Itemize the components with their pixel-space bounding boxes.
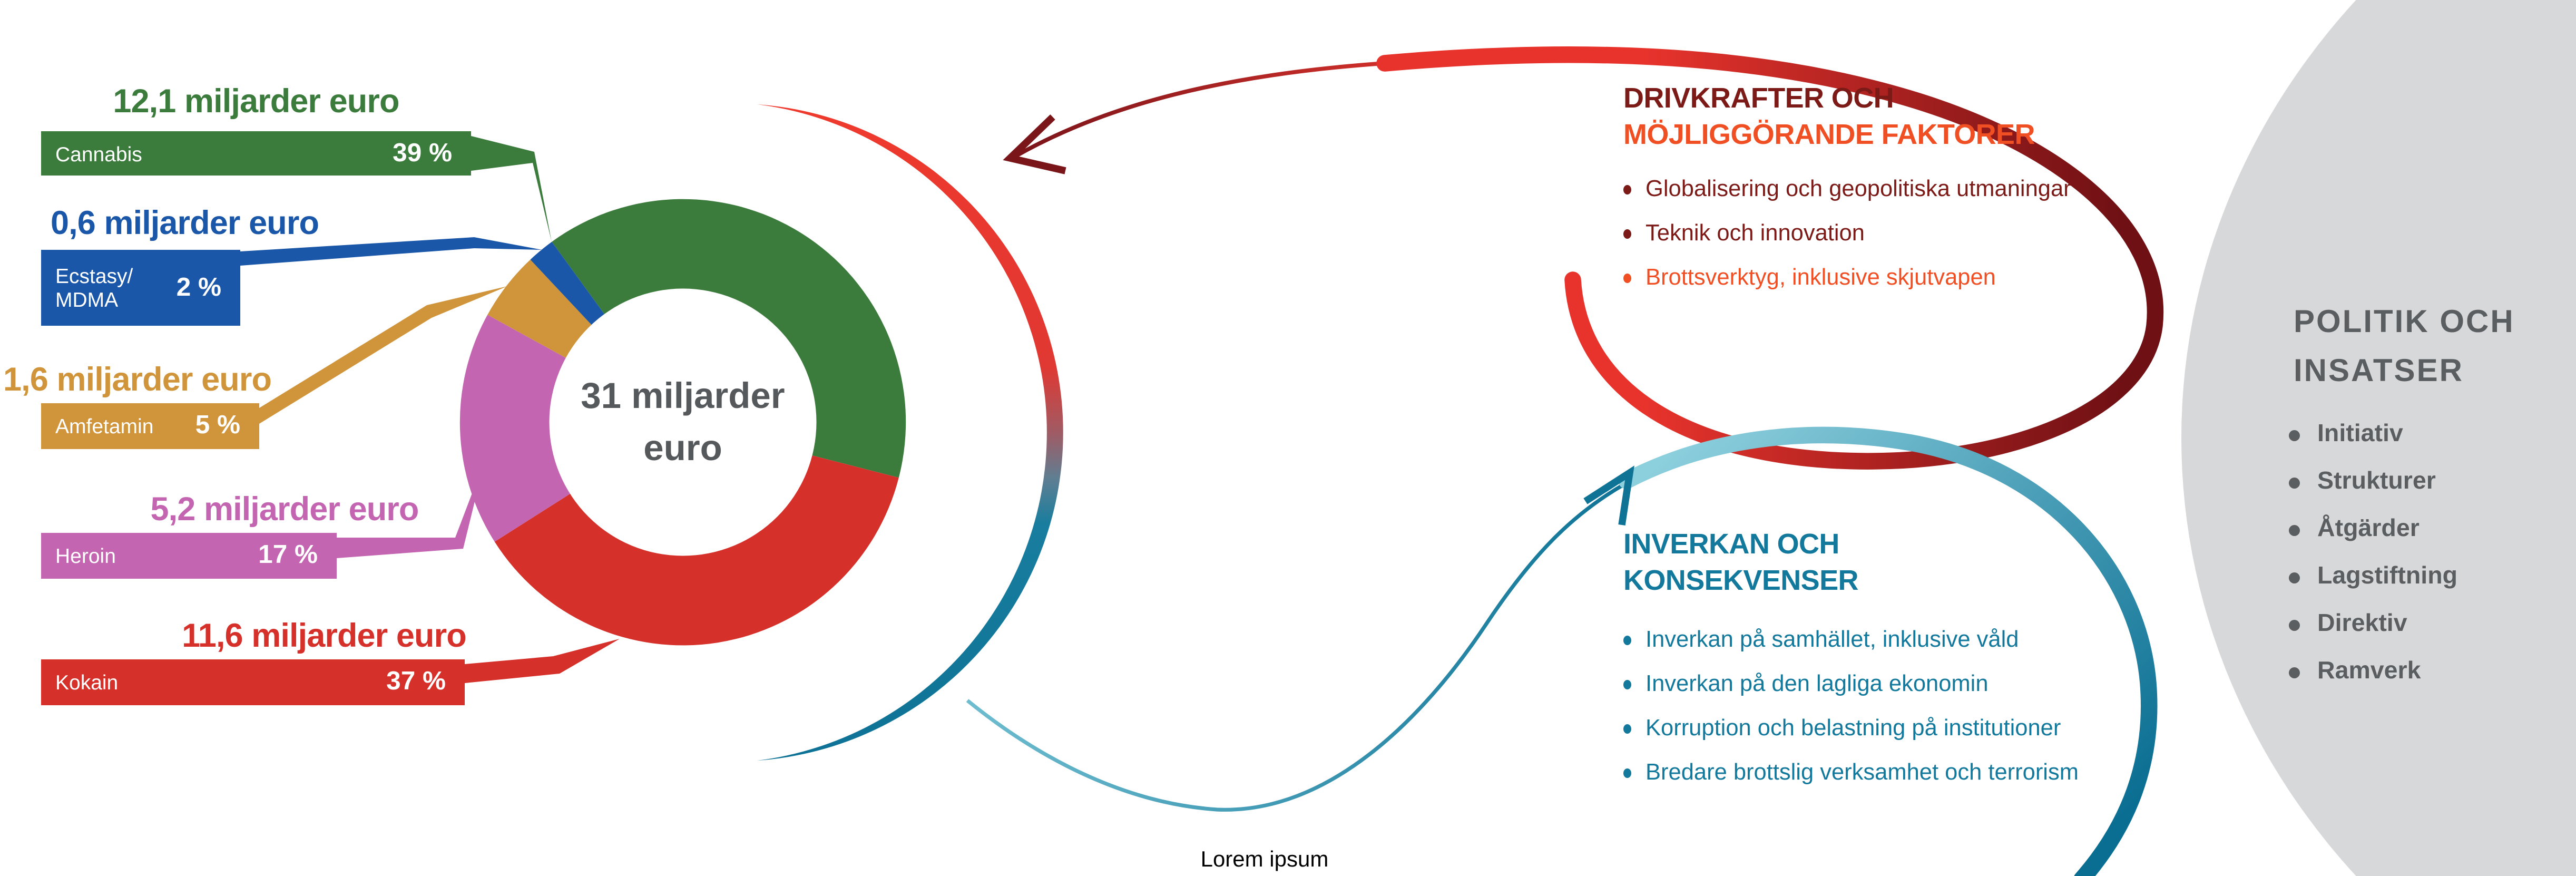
bullet-dot-icon [1623,724,1631,734]
bullet-item: Bredare brottslig verksamhet och terrori… [1623,751,2079,795]
bullet-item: Åtgärder [2289,506,2457,553]
category-bar-heroin: Heroin 17 % [41,533,337,579]
leader-kokain [465,639,620,683]
bullet-dot-icon [2289,619,2300,630]
bullet-text: Direktiv [2317,610,2407,637]
category-name: Ecstasy/ [55,264,133,288]
bullet-dot-icon [2289,571,2300,583]
bullet-dot-icon [1623,229,1631,239]
bullet-dot-icon [2289,524,2300,536]
bullet-text: Ramverk [2317,658,2421,685]
bullet-dot-icon [1623,185,1631,194]
bullet-dot-icon [1623,274,1631,283]
impact-arrowhead-icon [1583,465,1634,526]
value-title-ecstasy: 0,6 miljarder euro [51,206,319,242]
donut-center-label: 31 miljarder euro [509,370,857,474]
bullet-text: Inverkan på den lagliga ekonomin [1645,672,1989,697]
bullet-item: Initiativ [2289,411,2457,459]
bullet-text: Initiativ [2317,421,2403,447]
bullet-text: Strukturer [2317,468,2436,495]
bullet-dot-icon [1623,768,1631,778]
bullet-item: Korruption och belastning på institution… [1623,707,2079,751]
category-bar-cannabis: Cannabis 39 % [41,131,471,176]
category-bar-kokain: Kokain 37 % [41,659,465,705]
policy-section: POLITIK OCH INSATSER [2294,299,2515,397]
bullet-dot-icon [2289,666,2300,678]
category-name: Cannabis [55,141,142,166]
bullet-text: Inverkan på samhället, inklusive våld [1645,628,2019,653]
percent-value: 17 % [258,541,318,569]
impact-title-line1: INVERKAN OCH [1623,528,1839,560]
bullet-item: Ramverk [2289,648,2457,696]
leader-heroin [337,459,485,558]
percent-value: 37 % [386,667,446,696]
impact-arrow-tail [966,482,1626,812]
bullet-text: Korruption och belastning på institution… [1645,716,2061,742]
donut-center-line2: euro [643,427,722,468]
impact-loop-arc [1618,426,2158,876]
bullet-item: Inverkan på samhället, inklusive våld [1623,618,2079,663]
leader-ecstasy [240,237,542,266]
bullet-dot-icon [2289,476,2300,488]
percent-value: 2 % [176,272,221,301]
bullet-text: Bredare brottslig verksamhet och terrori… [1645,761,2079,786]
category-name: Kokain [55,670,119,694]
category-bar-ecstasy: Ecstasy/ MDMA 2 % [41,250,240,326]
value-title-amfetamin: 1,6 miljarder euro [3,362,272,398]
category-name: MDMA [55,288,119,312]
bullet-item: Teknik och innovation [1623,212,2071,256]
value-title-cannabis: 12,1 miljarder euro [113,84,399,120]
bullet-item: Globalisering och geopolitiska utmaninga… [1623,168,2071,212]
bullet-text: Teknik och innovation [1645,221,1865,247]
donut-center-line1: 31 miljarder [581,375,785,416]
bullet-text: Brottsverktyg, inklusive skjutvapen [1645,266,1996,291]
category-bar-amfetamin: Amfetamin 5 % [41,403,259,449]
policy-ellipse [2181,0,2576,876]
drivers-title-line1: DRIVKRAFTER OCH [1623,82,1894,114]
bullet-dot-icon [2289,429,2300,441]
bullet-item: Lagstiftning [2289,553,2457,601]
drivers-section: DRIVKRAFTER OCH MÖJLIGGÖRANDE FAKTORER [1623,81,2035,153]
bullet-dot-icon [1623,636,1631,645]
category-name: Amfetamin [55,414,154,438]
percent-value: 5 % [195,411,240,440]
bullet-item: Inverkan på den lagliga ekonomin [1623,663,2079,707]
category-name: Heroin [55,544,116,568]
drivers-title-line2: MÖJLIGGÖRANDE FAKTORER [1623,119,2035,150]
bullet-text: Åtgärder [2317,515,2420,542]
bullet-dot-icon [1623,680,1631,689]
bullet-item: Brottsverktyg, inklusive skjutvapen [1623,256,2071,300]
leader-cannabis [471,136,552,242]
footnote: Lorem ipsum [1200,846,1329,871]
impact-section: INVERKAN OCH KONSEKVENSER [1623,527,1859,599]
bullet-item: Strukturer [2289,459,2457,506]
value-title-heroin: 5,2 miljarder euro [150,492,419,528]
impact-title-line2: KONSEKVENSER [1623,564,1859,596]
value-title-kokain: 11,6 miljarder euro [182,618,467,655]
bullet-item: Direktiv [2289,601,2457,648]
policy-title-line1: POLITIK OCH [2294,305,2515,340]
drivers-arrowhead-icon [1003,114,1066,174]
drivers-arrow-tail [1014,61,1385,159]
policy-title-line2: INSATSER [2294,354,2464,389]
donut-hole [549,288,817,556]
bullet-text: Lagstiftning [2317,563,2458,590]
drivers-bullet-list: Globalisering och geopolitiska utmaninga… [1623,168,2071,300]
percent-value: 39 % [393,138,452,167]
bullet-text: Globalisering och geopolitiska utmaninga… [1645,177,2071,202]
